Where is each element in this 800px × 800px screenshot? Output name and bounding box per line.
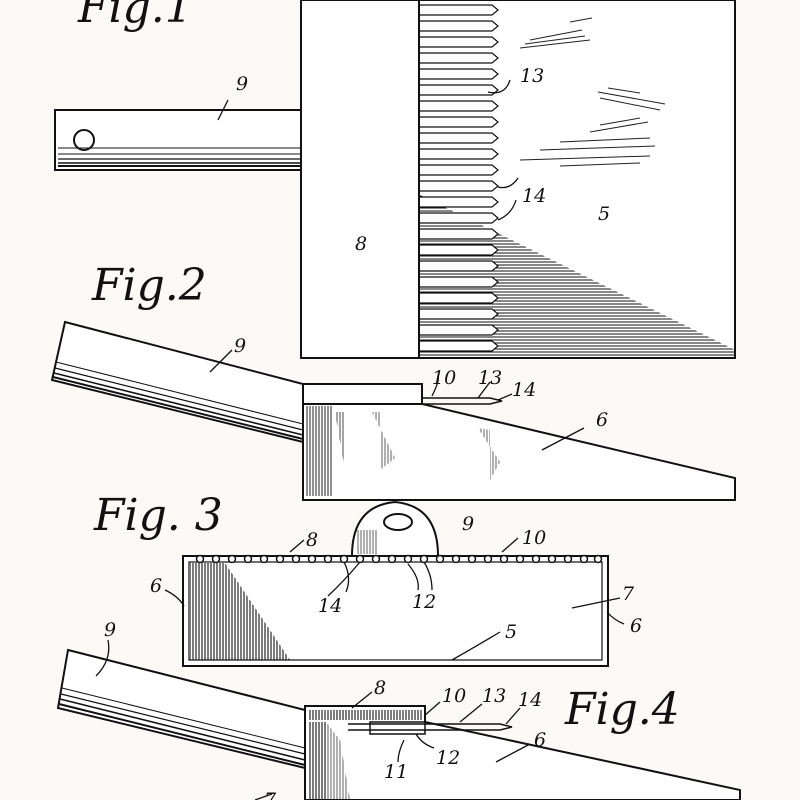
figure-4: Fig.4 9 8 <box>56 619 741 800</box>
fig1-label-teeth-row: 14 <box>522 185 546 207</box>
figure-1-title: Fig.1 <box>77 0 193 33</box>
figure-3: Fig. 3 <box>93 490 642 667</box>
fig4-label-rivet: 12 <box>436 747 460 769</box>
fig3-label-handle: 9 <box>462 513 474 535</box>
fig1-teeth-row <box>420 4 499 352</box>
fig4-label-plate: 11 <box>384 761 408 783</box>
fig4-label-bottom: 7 <box>264 789 277 800</box>
figure-4-title: Fig.4 <box>564 684 680 735</box>
fig4-label-body: 6 <box>534 729 546 751</box>
fig1-label-brush-face: 5 <box>598 203 610 225</box>
fig3-label-teeth: 14 <box>318 595 342 617</box>
fig1-label-back-plate: 8 <box>355 233 367 255</box>
figure-3-title: Fig. 3 <box>93 490 223 541</box>
fig1-label-handle: 9 <box>236 73 248 95</box>
fig2-label-handle: 9 <box>234 335 246 357</box>
fig4-handle <box>56 639 306 770</box>
fig1-surface-shading <box>519 17 666 167</box>
fig3-handle <box>350 500 440 557</box>
fig3-rivet-row <box>195 554 603 564</box>
figure-1: Fig.1 <box>54 0 736 359</box>
figure-2: Fig.2 9 10 13 14 6 <box>50 260 736 501</box>
fig3-label-face: 7 <box>622 583 635 605</box>
fig4-body <box>254 691 741 800</box>
fig2-label-cap: 10 <box>432 367 456 389</box>
fig1-brush-body <box>217 0 736 359</box>
fig1-label-tooth: 13 <box>520 65 544 87</box>
fig3-label-side-right: 6 <box>630 615 642 637</box>
fig4-label-back-plate: 8 <box>374 677 386 699</box>
fig4-label-handle: 9 <box>104 619 116 641</box>
fig3-body <box>164 537 625 667</box>
fig3-label-rivets: 12 <box>412 591 436 613</box>
fig4-label-cap: 10 <box>442 685 466 707</box>
fig2-label-tooth-tip: 14 <box>512 379 536 401</box>
fig2-body <box>302 375 736 501</box>
fig3-label-side-left: 6 <box>150 575 162 597</box>
fig3-label-back-plate: 8 <box>306 529 318 551</box>
fig4-label-tooth: 13 <box>482 685 506 707</box>
fig1-handle <box>54 109 302 171</box>
fig3-label-base: 5 <box>505 621 517 643</box>
fig2-label-tooth: 13 <box>478 367 502 389</box>
figure-2-title: Fig.2 <box>91 260 207 311</box>
fig2-handle <box>50 320 304 444</box>
fig4-label-tooth-tip: 14 <box>518 689 542 711</box>
fig3-label-cap: 10 <box>522 527 546 549</box>
fig2-label-body: 6 <box>596 409 608 431</box>
